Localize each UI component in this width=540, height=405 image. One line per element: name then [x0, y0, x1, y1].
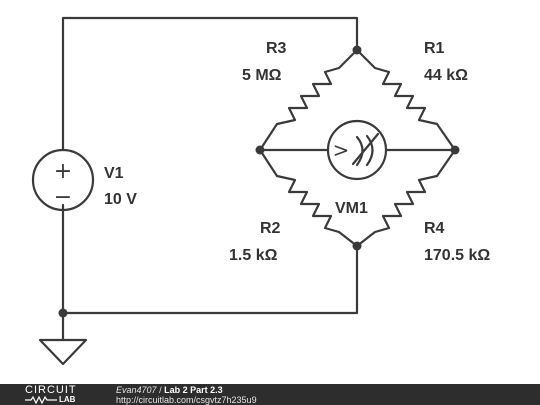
junction-dot: [450, 145, 460, 155]
resistor-logo-icon: [25, 396, 57, 404]
wire-bottom: [61, 203, 359, 315]
voltage-source: + −: [31, 148, 95, 212]
breadcrumb-separator: /: [159, 385, 162, 395]
meter-scale-arc: [365, 134, 374, 167]
voltmeter-arrow-icon: >: [333, 138, 350, 162]
r2-name-label: R2: [260, 220, 281, 237]
r2-value-label: 1.5 kΩ: [229, 247, 278, 264]
source-minus-sign: −: [54, 185, 72, 210]
resistor-r3-zigzag: [258, 48, 359, 152]
circuit-schematic: + − > V1 10 V R3 5 MΩ R1 44 kΩ R2 1.5 kΩ…: [31, 16, 490, 366]
resistor-r2-zigzag: [258, 148, 359, 248]
meter-scale-arc: [355, 135, 364, 167]
circuitlab-logo[interactable]: CIRCUIT LAB: [25, 384, 97, 405]
footer-bar: CIRCUIT LAB Evan4707 / Lab 2 Part 2.3 ht…: [0, 384, 540, 405]
circuit-title-link[interactable]: Lab 2 Part 2.3: [164, 385, 223, 395]
footer-breadcrumb: Evan4707 / Lab 2 Part 2.3: [116, 385, 257, 395]
junction-dot: [352, 241, 362, 251]
logo-text-circuit: CIRCUIT: [25, 384, 77, 396]
source-name-label: V1: [104, 165, 124, 182]
ground-icon: [38, 338, 88, 366]
logo-text-lab: LAB: [59, 395, 76, 404]
r4-value-label: 170.5 kΩ: [424, 247, 490, 264]
r1-name-label: R1: [424, 40, 445, 57]
author-link[interactable]: Evan4707: [116, 385, 157, 395]
r3-name-label: R3: [266, 40, 287, 57]
voltmeter: >: [326, 119, 388, 181]
resistor-r4-zigzag: [355, 148, 457, 248]
resistor-r1-zigzag: [355, 48, 457, 152]
labels: V1 10 V R3 5 MΩ R1 44 kΩ R2 1.5 kΩ R4 17…: [104, 40, 490, 264]
source-plus-sign: +: [54, 159, 72, 184]
wires: [61, 16, 457, 342]
voltmeter-name-label: VM1: [335, 200, 368, 217]
r1-value-label: 44 kΩ: [424, 67, 468, 84]
source-value-label: 10 V: [104, 191, 137, 208]
r3-value-label: 5 MΩ: [242, 67, 282, 84]
footer-meta: Evan4707 / Lab 2 Part 2.3 http://circuit…: [116, 385, 257, 405]
r4-name-label: R4: [424, 220, 445, 237]
wire-top: [61, 16, 359, 152]
circuit-url-link[interactable]: http://circuitlab.com/csgvtz7h235u9: [116, 395, 257, 405]
junction-dot: [58, 308, 68, 318]
meter-needle: [351, 132, 380, 166]
junction-dots: [58, 45, 460, 318]
junction-dot: [255, 145, 265, 155]
junction-dot: [352, 45, 362, 55]
